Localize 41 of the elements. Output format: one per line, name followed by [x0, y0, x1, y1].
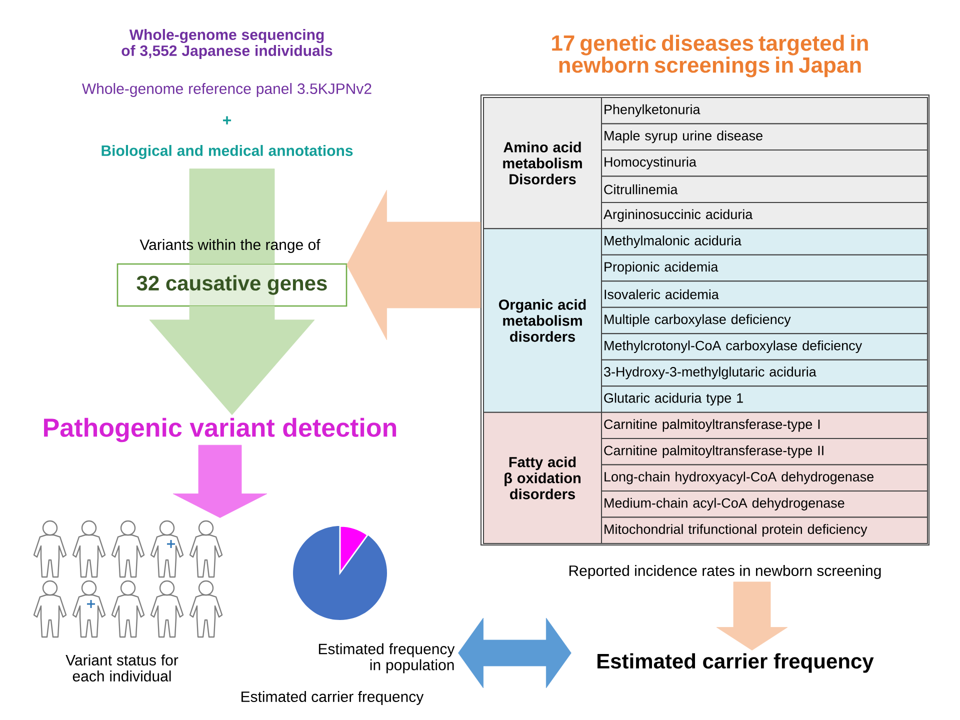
disease-cell: Methylcrotonyl-CoA carboxylase deficiency: [601, 333, 928, 360]
disease-cell: Glutaric aciduria type 1: [601, 386, 928, 413]
disease-cell: Mitochondrial trifunctional protein deficiency: [601, 516, 928, 544]
table-title: 17 genetic diseases targeted in newborn screenings in Japan: [552, 34, 868, 78]
disease-cell: Homocystinuria: [601, 149, 928, 177]
disease-cell: Carnitine palmitoyltransferase-type II: [601, 438, 928, 466]
category-cell: Fatty acid β oxidation disorders: [483, 412, 602, 544]
block-arrow: [172, 444, 268, 518]
source-text: Reported incidence rates in newborn screening: [569, 565, 881, 579]
pie-chart: [293, 525, 387, 620]
plus-sign: +: [223, 116, 232, 124]
people-drawing: [33, 520, 223, 638]
disease-cell: Long-chain hydroxyacyl-CoA dehydrogenase: [601, 464, 928, 492]
disease-cell: Argininosuccinic aciduria: [601, 202, 928, 230]
disease-cell: Maple syrup urine disease: [601, 123, 928, 150]
caption-text: Estimated frequency in population: [318, 643, 455, 674]
annotation-text: Biological and medical annotations: [102, 144, 353, 160]
caption-text: Variants within the range of: [140, 239, 320, 253]
block-arrow: [458, 618, 572, 688]
block-arrow: [716, 582, 788, 650]
gene-box: 32 causative genes: [116, 263, 348, 307]
heading-text: Whole-genome sequencing of 3,552 Japanese individuals: [122, 29, 332, 59]
disease-cell: Citrullinemia: [601, 176, 928, 203]
block-arrow: [149, 306, 315, 416]
block-arrow: [189, 168, 275, 264]
subheading-text: Whole-genome reference panel 3.5KJPNv2: [82, 83, 372, 97]
disease-cell: Multiple carboxylase deficiency: [601, 306, 928, 334]
block-arrow: [346, 190, 481, 340]
disease-cell: Isovaleric acidemia: [601, 280, 928, 308]
disease-cell: Carnitine palmitoyltransferase-type I: [601, 412, 928, 440]
disease-cell: Methylmalonic aciduria: [601, 228, 928, 256]
disease-cell: Medium-chain acyl-CoA dehydrogenase: [601, 490, 928, 518]
result-heading: Estimated carrier frequency: [598, 653, 874, 673]
caption-text: Estimated carrier frequency: [242, 691, 424, 705]
caption-text: Variant status for each individual: [66, 654, 178, 682]
disease-cell: 3-Hydroxy-3-methylglutaric aciduria: [601, 359, 928, 387]
disease-cell: Propionic acidemia: [601, 254, 928, 282]
disease-cell: Phenylketonuria: [601, 97, 928, 124]
result-heading: Pathogenic variant detection: [44, 418, 396, 442]
category-cell: Organic acid metabolism disorders: [483, 228, 602, 413]
category-cell: Amino acid metabolism Disorders: [483, 97, 602, 230]
